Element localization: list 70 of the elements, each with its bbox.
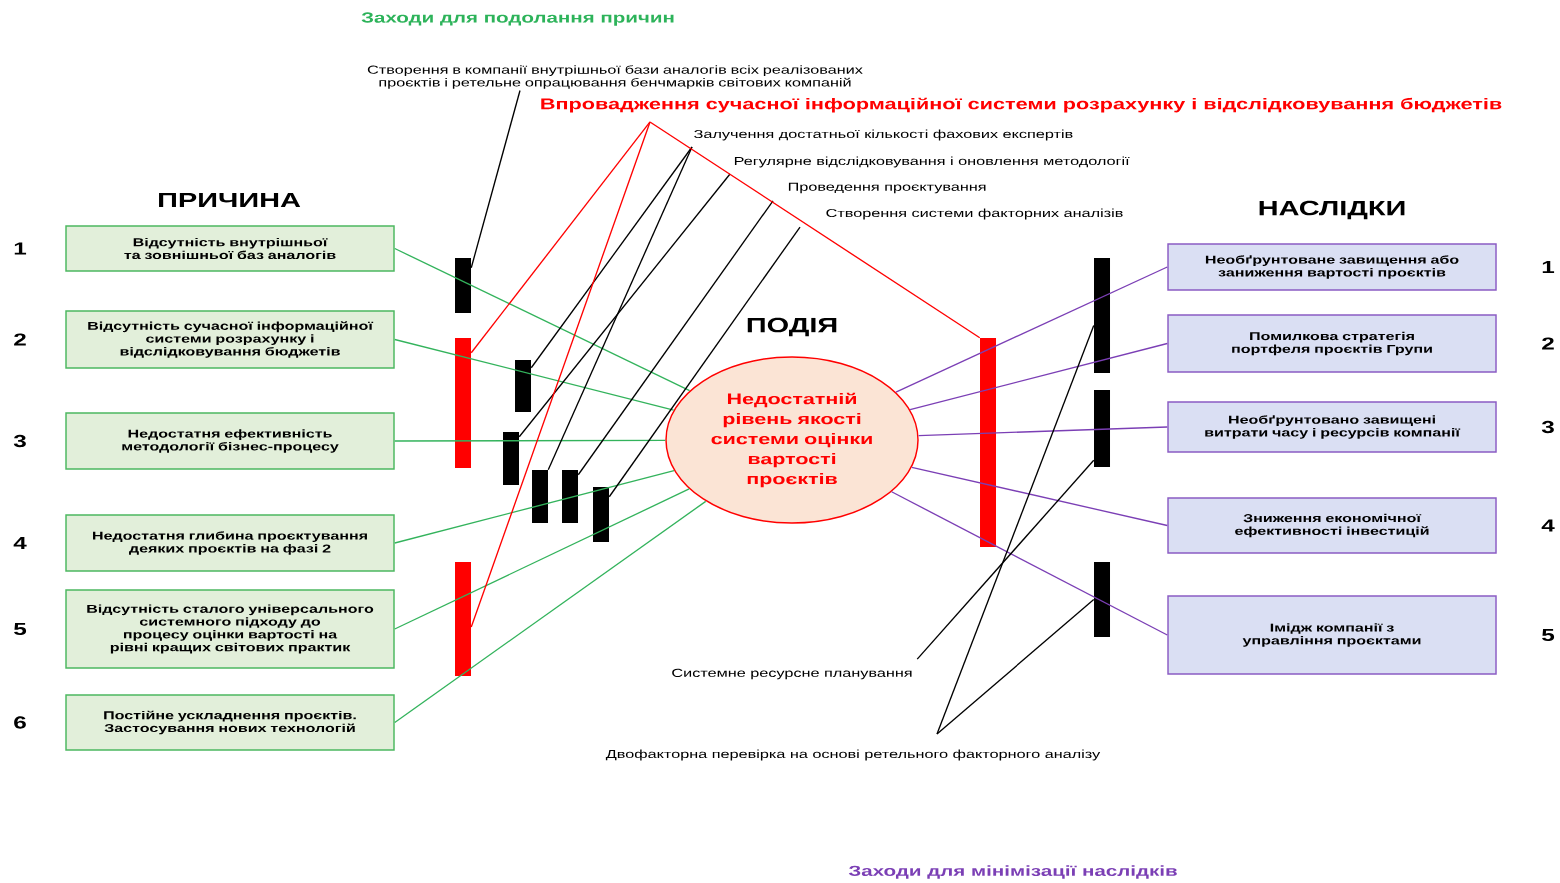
connector-line	[936, 598, 1095, 735]
connector-line	[649, 121, 981, 339]
cause-box: Відсутність сталого універсального системного підходу до процесу оцінки вартості на рівні кращих світових практик	[65, 589, 395, 669]
connector-line	[890, 491, 1168, 636]
connector-line	[394, 469, 675, 544]
barrier-bar	[455, 338, 471, 468]
row-number: 2	[14, 333, 26, 346]
barrier-bar	[503, 432, 519, 485]
cause-box: Недостатня ефективність методології бізнес-процесу	[65, 412, 395, 470]
consequence-box: Імідж компанії з управління проєктами	[1167, 595, 1497, 675]
measure-text: Впровадження сучасної інформаційної системи розрахунку і відслідковування бюджетів	[541, 97, 1502, 113]
measure-text: Системне ресурсне планування	[672, 668, 912, 680]
connector-line	[394, 488, 690, 630]
section-title: Заходи для мінімізації наслідків	[848, 865, 1177, 879]
consequence-box: Помилкова стратегія портфеля проєктів Групи	[1167, 314, 1497, 373]
barrier-bar	[980, 338, 996, 547]
measure-text: Створення в компанії внутрішньої бази аналогів всіх реалізованих проєктів і ретельне опрацювання бенчмарків світових компаній	[367, 65, 863, 89]
cause-box: Недостатня глибина проєктування деяких проєктів на фазі 2	[65, 514, 395, 572]
section-heading: НАСЛІДКИ	[1259, 200, 1405, 220]
connector-line	[518, 173, 731, 438]
barrier-bar	[515, 360, 531, 412]
barrier-bar	[455, 258, 471, 313]
connector-line	[916, 459, 1095, 660]
cause-box: Відсутність сучасної інформаційної системи розрахунку і відслідковування бюджетів	[65, 310, 395, 369]
section-heading: ПОДІЯ	[747, 317, 837, 337]
row-number: 2	[1542, 337, 1554, 350]
row-number: 4	[1541, 519, 1555, 532]
barrier-bar	[532, 470, 548, 523]
connector-line	[911, 466, 1168, 527]
connector-line	[394, 247, 691, 392]
row-number: 1	[14, 242, 27, 255]
connector-line	[909, 342, 1168, 411]
row-number: 5	[1542, 628, 1555, 642]
measure-text: Проведення проєктування	[788, 182, 986, 194]
row-number: 5	[14, 622, 27, 636]
cause-box: Постійне ускладнення проєктів. Застосування нових технологій	[65, 694, 395, 751]
connector-line	[895, 266, 1168, 393]
connector-line	[547, 146, 693, 471]
connector-line	[530, 146, 693, 369]
barrier-bar	[1094, 390, 1110, 467]
cause-box: Відсутність внутрішньої та зовнішньої баз аналогів	[65, 225, 395, 272]
measure-text: Двофакторна перевірка на основі ретельного факторного аналізу	[605, 749, 1101, 761]
consequence-box: Необґрунтоване завищення або заниження вартості проєктів	[1167, 243, 1497, 291]
connector-line	[394, 338, 675, 411]
connector-line	[394, 500, 707, 724]
measure-text: Створення системи факторних аналізів	[826, 208, 1123, 220]
connector-line	[917, 426, 1168, 437]
row-number: 3	[1541, 420, 1554, 434]
connector-line	[394, 439, 666, 442]
barrier-bar	[455, 562, 471, 676]
connector-line	[470, 121, 651, 354]
section-heading: ПРИЧИНА	[159, 192, 301, 208]
row-number: 1	[1542, 261, 1555, 273]
section-title: Заходи для подолання причин	[361, 12, 674, 26]
measure-text: Регулярне відслідковування і оновлення методології	[734, 156, 1130, 168]
barrier-bar	[593, 487, 609, 542]
barrier-bar	[562, 470, 578, 523]
consequence-box: Зниження економічної ефективності інвестицій	[1167, 497, 1497, 554]
connector-line	[608, 226, 801, 498]
connector-line	[577, 200, 774, 476]
barrier-bar	[1094, 258, 1110, 373]
connector-line	[470, 121, 651, 628]
row-number: 4	[13, 537, 27, 549]
connector-line	[470, 89, 521, 269]
barrier-bar	[1094, 562, 1110, 637]
row-number: 6	[14, 716, 26, 729]
connector-line	[936, 324, 1095, 735]
row-number: 3	[13, 434, 26, 448]
measure-text: Залучення достатньої кількості фахових експертів	[694, 129, 1073, 141]
consequence-box: Необґрунтовано завищені витрати часу і ресурсів компанії	[1167, 401, 1497, 453]
